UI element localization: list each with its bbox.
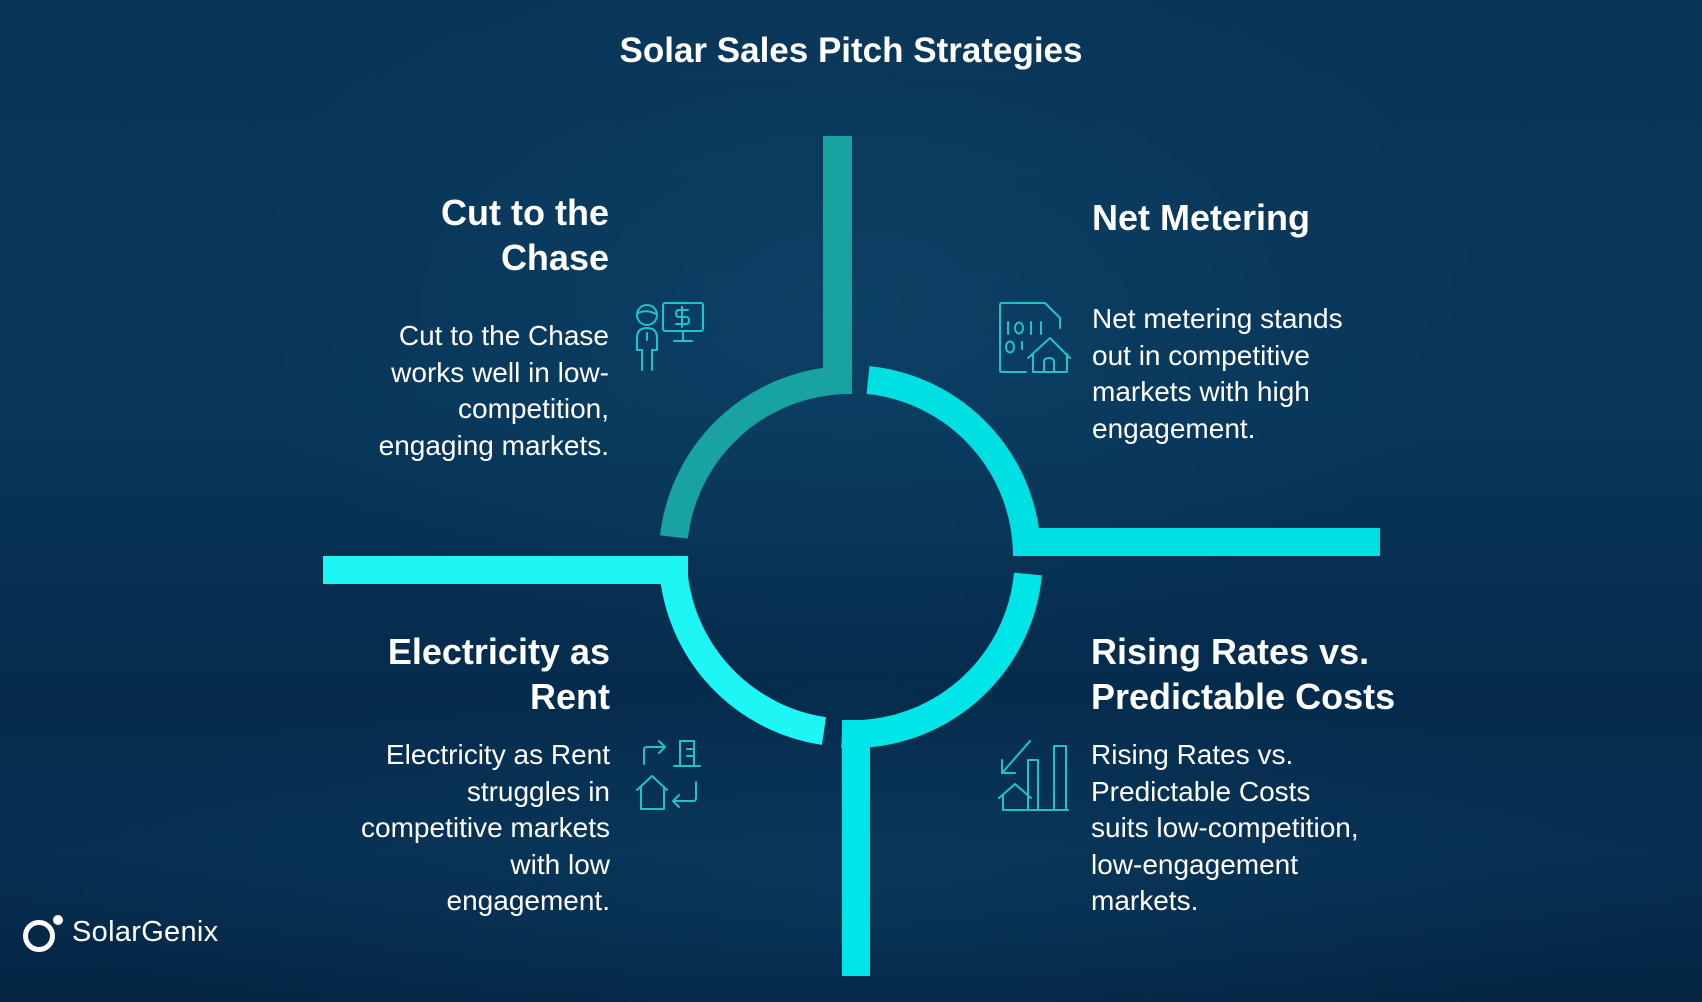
body-line: with low <box>510 848 610 880</box>
page-title: Solar Sales Pitch Strategies <box>619 31 1083 70</box>
body-line: competition, <box>458 393 609 424</box>
quadrant-heading-electricity-as-rent: Electricity as Rent <box>290 629 610 719</box>
heading-line: Rent <box>530 676 610 717</box>
body-line: Electricity as Rent <box>385 739 610 770</box>
heading-line: Cut to the <box>441 192 609 233</box>
heading-line: Chase <box>500 237 609 278</box>
house-rising-bars-icon <box>996 738 1072 812</box>
heading-line: Rising Rates vs. <box>1091 631 1370 672</box>
body-line: engagement. <box>1092 412 1256 444</box>
binary-document-house-icon <box>998 300 1072 374</box>
logo-text: SolarGenix <box>72 915 219 948</box>
quadrant-heading-rising-rates: Rising Rates vs. Predictable Costs <box>1091 629 1491 719</box>
quadrant-heading-net-metering: Net Metering <box>1092 195 1492 240</box>
quadrant-shape-bottom-right <box>841 572 1042 976</box>
salesperson-presentation-icon <box>634 300 708 374</box>
solargenix-logo: SolarGenix <box>22 912 218 952</box>
body-line: markets. <box>1091 885 1199 916</box>
quadrant-body-electricity-as-rent: Electricity as Rent struggles in competi… <box>270 737 610 920</box>
quadrant-body-cut-to-the-chase: Cut to the Chase works well in low- comp… <box>289 318 609 464</box>
heading-line: Predictable Costs <box>1091 676 1396 717</box>
quadrant-body-rising-rates: Rising Rates vs. Predictable Costs suits… <box>1091 737 1451 920</box>
body-line: low-engagement <box>1091 848 1299 880</box>
body-line: struggles in <box>466 775 610 807</box>
quadrant-body-net-metering: Net metering stands out in competitive m… <box>1092 301 1432 447</box>
house-exchange-arrows-icon <box>634 738 706 812</box>
body-line: competitive markets <box>361 812 610 843</box>
solargenix-logo-icon <box>22 912 68 952</box>
body-line: Cut to the Chase <box>398 320 609 351</box>
body-line: works well in low- <box>391 356 609 388</box>
quadrant-heading-cut-to-the-chase: Cut to the Chase <box>309 190 609 280</box>
quadrant-shape-top-left <box>660 136 853 539</box>
body-line: Predictable Costs <box>1091 775 1311 807</box>
body-line: markets with high <box>1092 376 1310 407</box>
heading-line: Net Metering <box>1092 197 1311 238</box>
quadrant-shape-top-right <box>866 366 1380 557</box>
body-line: Rising Rates vs. <box>1091 739 1294 770</box>
body-line: suits low-competition, <box>1091 812 1359 843</box>
heading-line: Electricity as <box>387 631 610 672</box>
body-line: out in competitive <box>1092 339 1310 371</box>
body-line: engagement. <box>446 885 610 916</box>
quadrant-shape-bottom-left <box>323 556 827 745</box>
body-line: engaging markets. <box>378 429 609 461</box>
body-line: Net metering stands <box>1092 303 1343 334</box>
